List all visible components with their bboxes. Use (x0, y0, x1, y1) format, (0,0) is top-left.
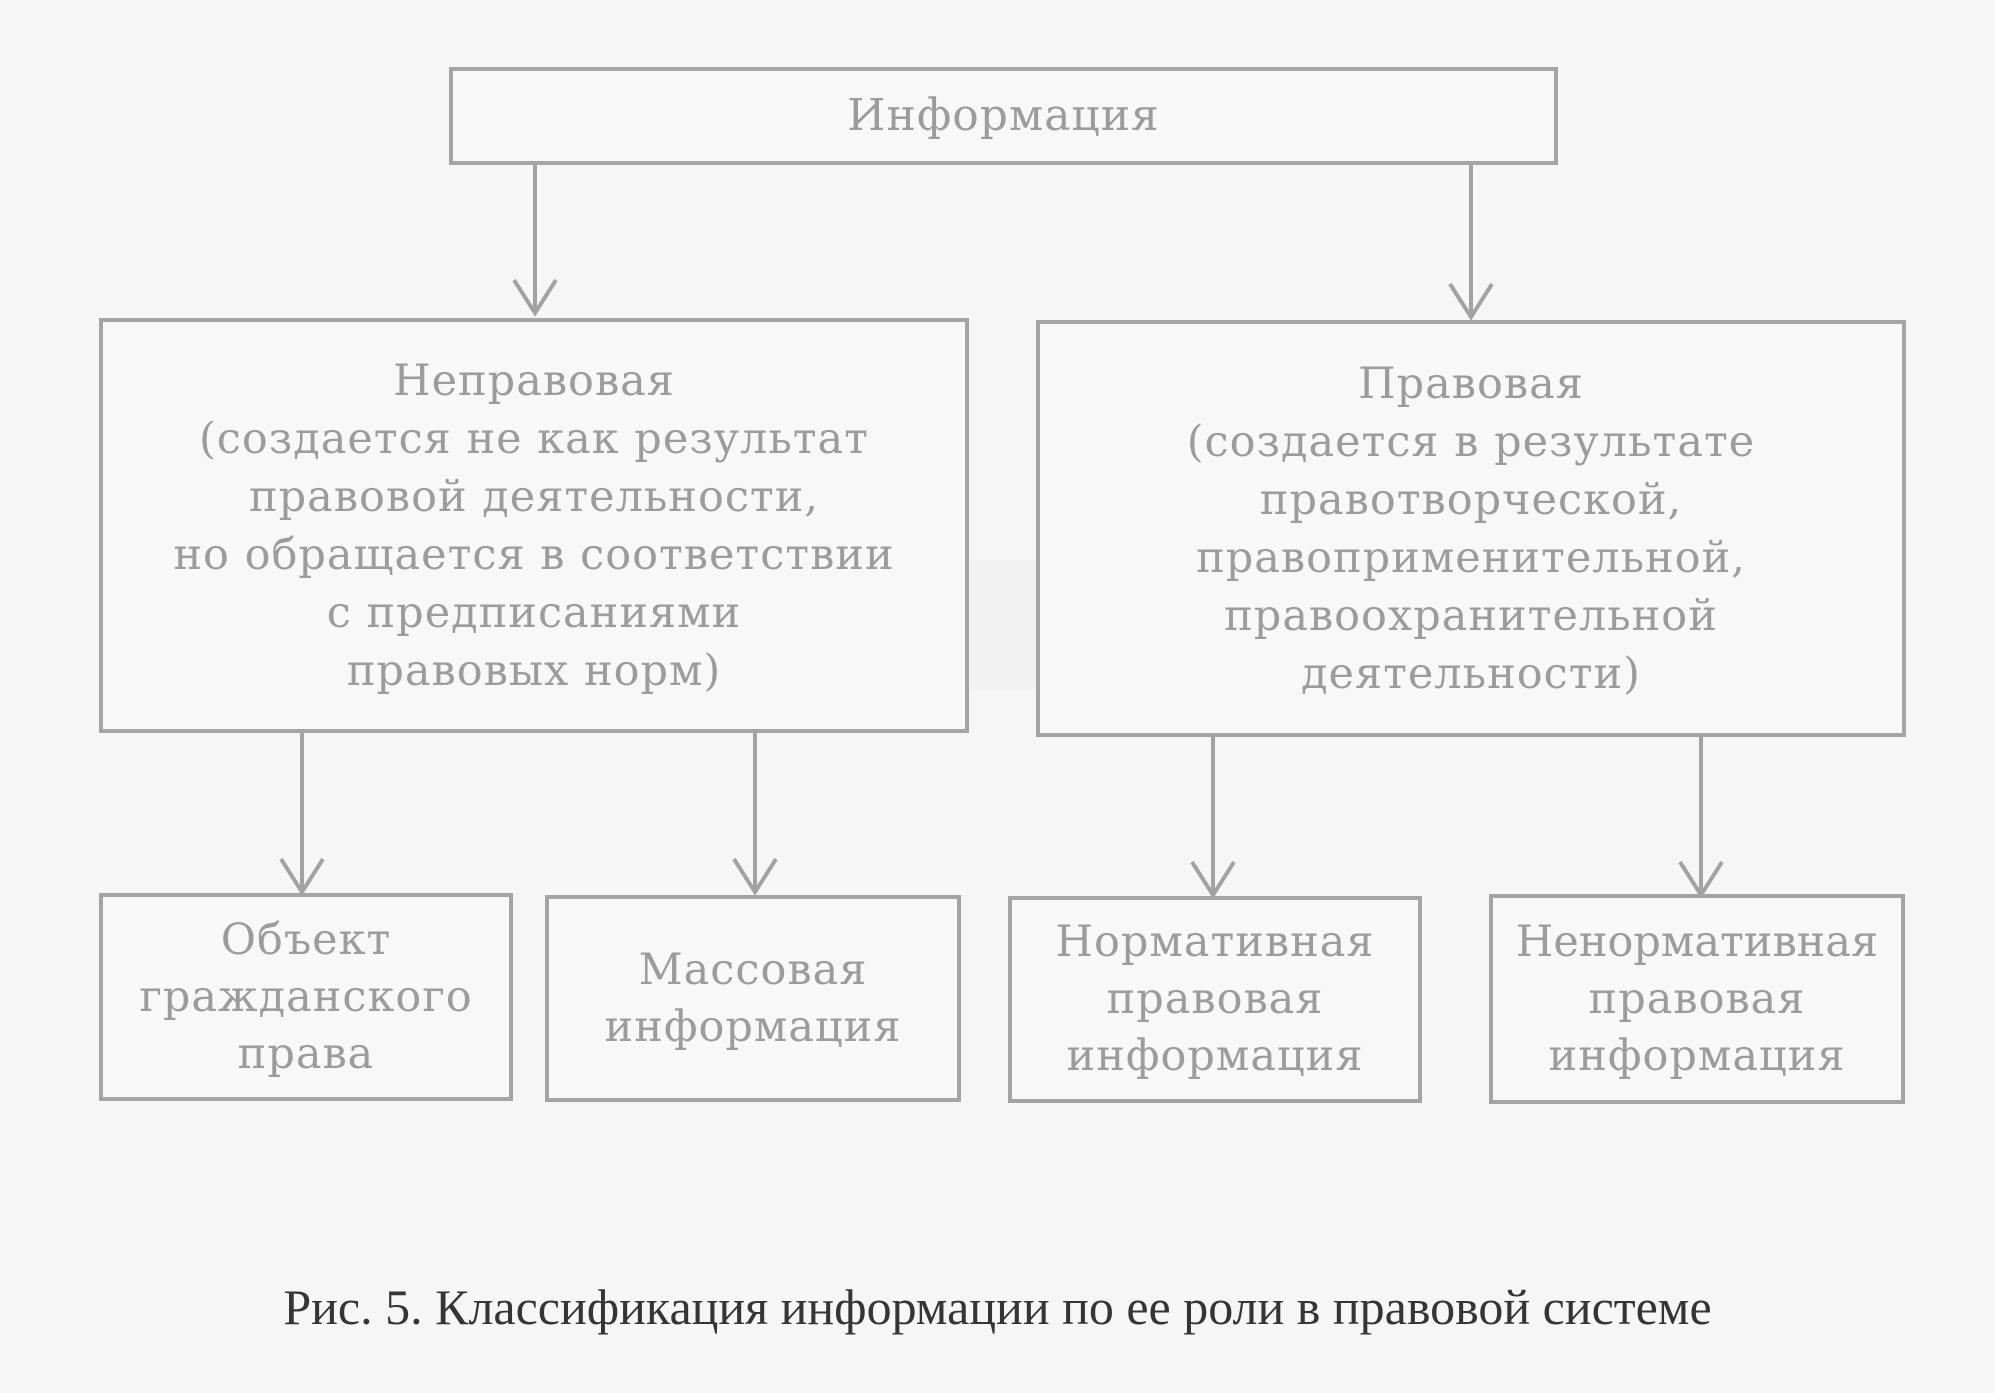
arrow-nonlegal-to-mass-info (732, 733, 778, 896)
arrow-root-to-legal (1448, 165, 1494, 321)
node-nonlegal: Неправовая (создается не как результат п… (99, 318, 969, 733)
node-label: правоохранительной (1224, 590, 1718, 641)
node-label: Правовая (1358, 358, 1584, 409)
node-label: Информация (847, 90, 1160, 141)
node-legal: Правовая (создается в результате правотв… (1036, 320, 1906, 737)
node-non-normative-legal-information: Ненормативная правовая информация (1489, 894, 1905, 1104)
node-label: правоприменительной, (1196, 532, 1746, 583)
node-label: (создается в результате (1186, 416, 1756, 467)
arrow-legal-to-normative (1190, 737, 1236, 899)
arrow-legal-to-non-normative (1678, 737, 1724, 899)
node-label: Ненормативная (1515, 916, 1879, 967)
node-label: правовая (1588, 973, 1806, 1024)
node-label: гражданского (139, 971, 473, 1022)
node-label: с предписаниями (326, 587, 742, 638)
node-label: информация (1548, 1030, 1846, 1081)
node-label: Объект (220, 914, 392, 965)
node-label: правовых норм) (346, 645, 722, 696)
node-label: деятельности) (1301, 648, 1641, 699)
node-label: Нормативная (1055, 917, 1375, 967)
node-label: правовая (1106, 974, 1324, 1024)
node-label: правотворческой, (1259, 474, 1683, 525)
node-information: Информация (449, 67, 1558, 165)
node-label: Неправовая (393, 355, 675, 406)
node-label: информация (604, 1001, 902, 1052)
node-label: но обращается в соответствии (173, 529, 895, 580)
arrow-root-to-nonlegal (512, 165, 558, 317)
node-mass-information: Массовая информация (545, 895, 961, 1102)
node-label: информация (1066, 1031, 1364, 1081)
node-normative-legal-information: Нормативная правовая информация (1008, 896, 1422, 1103)
node-civil-law-object: Объект гражданского права (99, 893, 513, 1101)
arrow-nonlegal-to-civil-object (279, 733, 325, 896)
node-label: Массовая (638, 944, 868, 995)
node-label: правовой деятельности, (248, 471, 820, 522)
node-label: права (237, 1028, 375, 1079)
figure-caption: Рис. 5. Классификация информации по ее р… (283, 1279, 1712, 1335)
node-label: (создается не как результат (199, 413, 869, 464)
